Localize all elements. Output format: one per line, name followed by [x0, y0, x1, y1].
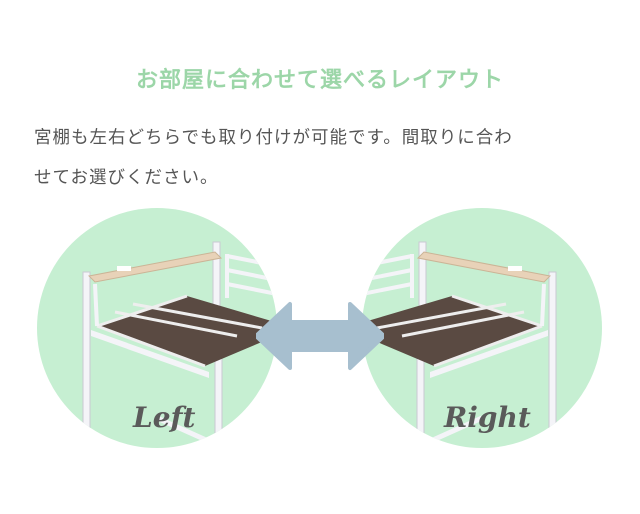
description-line-1: 宮棚も左右どちらでも取り付けが可能です。間取りに合わ: [34, 128, 513, 148]
left-loft-bed-illustration: [82, 241, 277, 448]
description: 宮棚も左右どちらでも取り付けが可能です。間取りに合わ せてお選びください。: [34, 118, 614, 198]
double-headed-arrow-icon: [256, 302, 384, 370]
right-loft-bed-illustration: [362, 241, 557, 448]
right-layout-option: Right: [362, 208, 602, 448]
right-label: Right: [444, 401, 531, 434]
left-layout-option: Left: [37, 208, 277, 448]
section-title: お部屋に合わせて選べるレイアウト: [135, 68, 504, 93]
left-label: Left: [133, 401, 196, 434]
description-line-2: せてお選びください。: [34, 168, 219, 188]
